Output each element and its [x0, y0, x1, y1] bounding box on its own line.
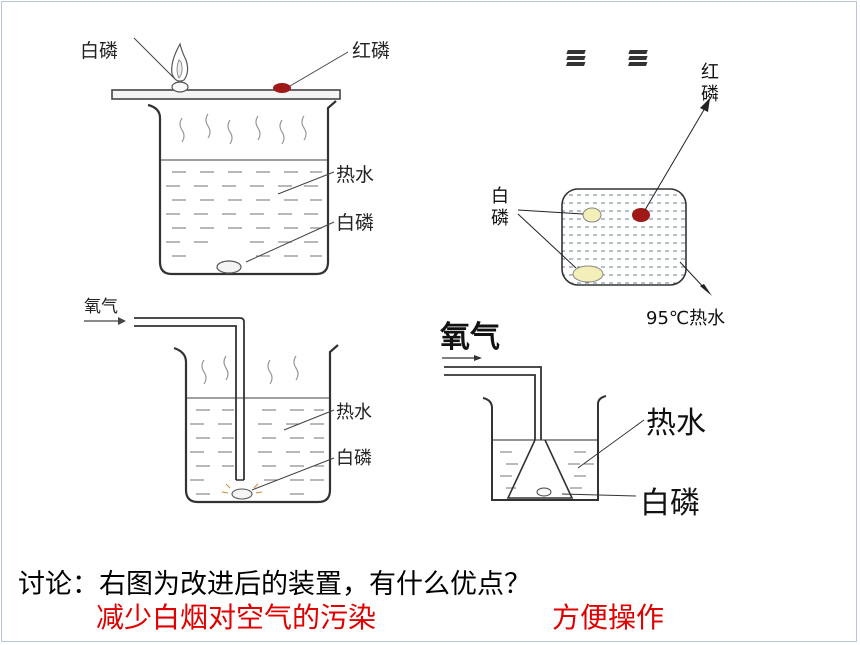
beaker-2 [173, 344, 339, 504]
label-red-phosphorus: 红磷 [352, 40, 391, 62]
discussion-question: 讨论：右图为改进后的装置，有什么优点？ [18, 569, 531, 600]
white-phosphorus-upper [582, 207, 602, 223]
label-oxygen-4: 氧气 [440, 320, 500, 355]
fig3-apparatus [517, 50, 712, 296]
red-phosphorus-fig3 [632, 208, 650, 222]
white-phosphorus-plate [171, 81, 189, 93]
answer-2: 方便操作 [552, 601, 665, 634]
answer-1: 减少白烟对空气的污染 [96, 601, 377, 634]
label-red-phosphorus-3: 红 磷 [701, 62, 719, 105]
copper-plate [111, 89, 341, 100]
water-dashes-4 [500, 451, 594, 489]
white-phosphorus-lower [572, 265, 604, 283]
label-hot-water-95: 95℃热水 [646, 308, 726, 329]
label-white-phosphorus-3: 白 磷 [491, 186, 509, 229]
label-white-phosphorus-top: 白磷 [80, 40, 119, 62]
decor-marks [565, 50, 648, 66]
label-hot-water-4: 热水 [646, 406, 706, 441]
label-white-phosphorus-bottom: 白磷 [336, 212, 375, 234]
red-phosphorus-plate [273, 83, 291, 93]
white-phosphorus-bottom [216, 260, 242, 274]
sparks [221, 483, 263, 494]
beaker-1 [147, 100, 337, 276]
beaker-4 [482, 395, 607, 501]
white-phosphorus-fig2 [231, 488, 253, 500]
water-dashes-2 [190, 409, 324, 495]
steam-1 [179, 113, 307, 145]
steam-2 [201, 355, 299, 385]
label-hot-water-1: 热水 [336, 164, 375, 186]
label-oxygen-2: 氧气 [84, 297, 118, 317]
label-white-phosphorus-4: 白磷 [640, 486, 700, 521]
label-white-phosphorus-2: 白磷 [336, 448, 372, 469]
fig2-apparatus [84, 317, 339, 504]
label-hot-water-2: 热水 [336, 402, 372, 423]
fig1-apparatus [111, 37, 349, 276]
water-dashes-1 [166, 171, 322, 257]
fig4-apparatus [442, 355, 645, 501]
